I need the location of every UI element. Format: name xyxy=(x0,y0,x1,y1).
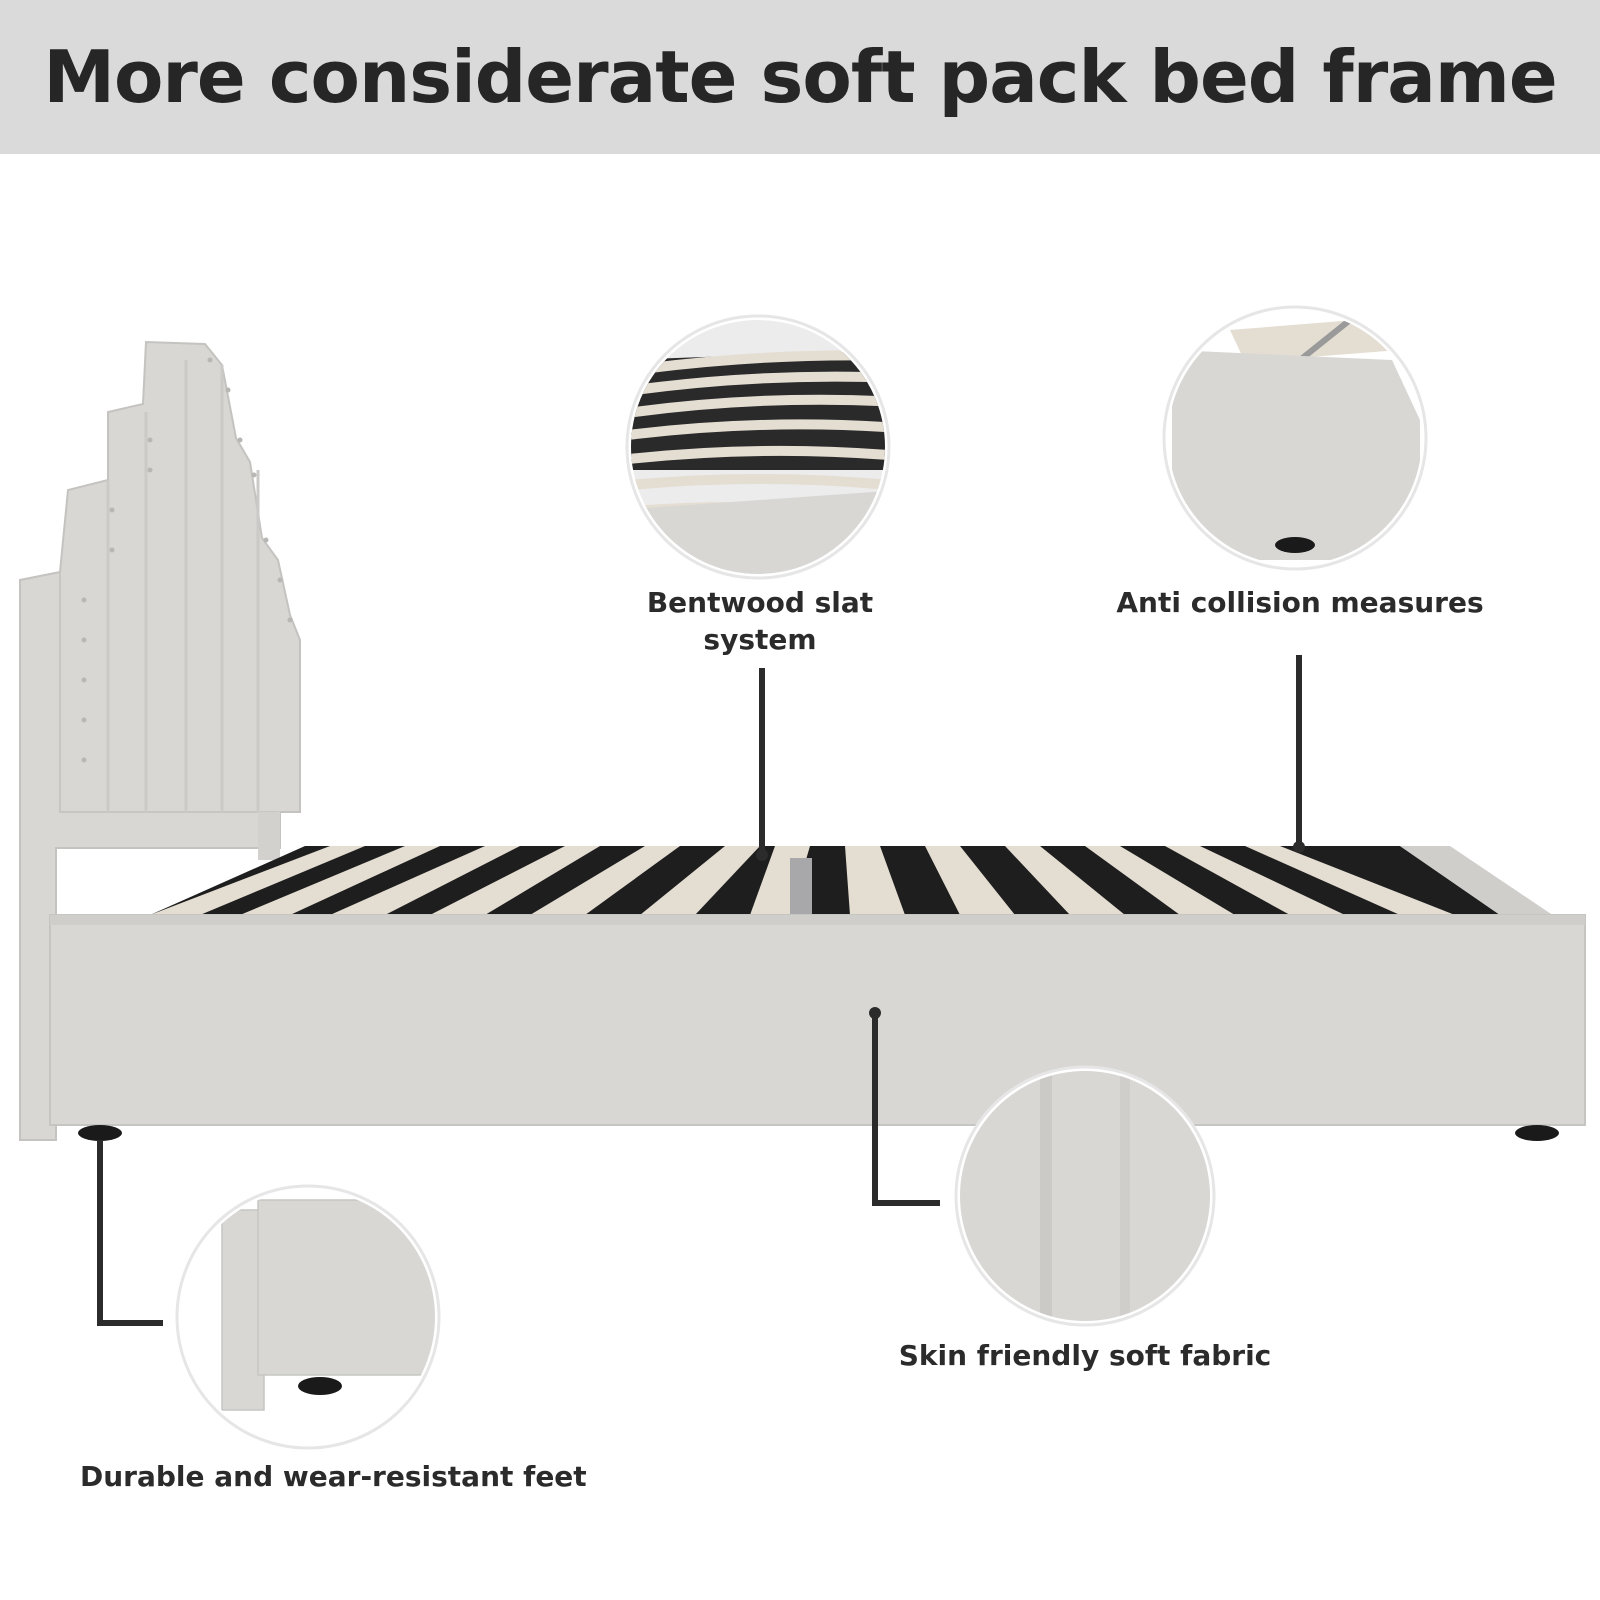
fabric-label: Skin friendly soft fabric xyxy=(898,1339,1272,1372)
slat-label: Bentwood slat system xyxy=(610,584,910,658)
leader-lines xyxy=(97,655,1302,1326)
feet-detail-circle xyxy=(175,1184,441,1450)
slat-label-line2: system xyxy=(703,623,817,656)
headboard xyxy=(19,340,301,1141)
bed-side-rail xyxy=(49,914,1586,1126)
page-title: More considerate soft pack bed frame xyxy=(43,35,1557,119)
slat-detail-circle xyxy=(625,314,891,580)
bed-foot-left xyxy=(78,1125,122,1141)
title-banner: More considerate soft pack bed frame xyxy=(0,0,1600,154)
fabric-detail-circle xyxy=(954,1065,1216,1327)
feet-label: Durable and wear-resistant feet xyxy=(80,1460,587,1493)
bed-slats xyxy=(150,846,1560,920)
slat-label-line1: Bentwood slat xyxy=(646,586,874,619)
bed-foot-right xyxy=(1515,1125,1559,1141)
anti-collision-label: Anti collision measures xyxy=(1116,586,1484,619)
corner-detail-circle xyxy=(1162,305,1428,571)
